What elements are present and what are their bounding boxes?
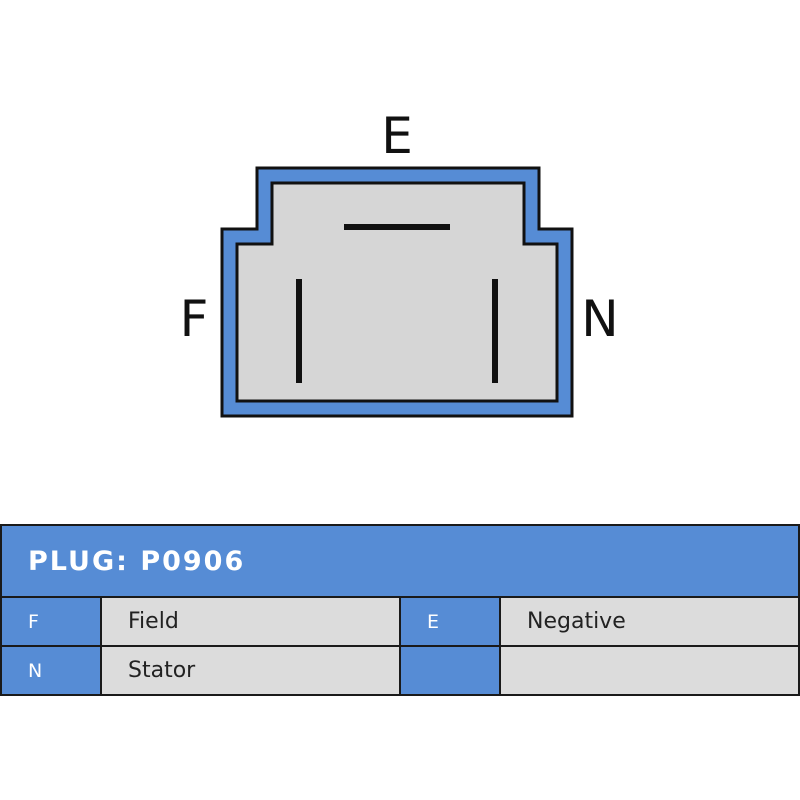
pin-label-n: N	[581, 290, 618, 348]
pin-label-f: F	[180, 290, 209, 348]
plug-table: PLUG: P0906 F Field E Negative N Stator	[0, 524, 800, 696]
pin-code-cell: N	[2, 647, 100, 694]
pin-code-cell: F	[2, 598, 100, 645]
pin-description-cell: Stator	[102, 647, 399, 694]
connector-housing-face	[235, 181, 559, 403]
pin-description-cell: Field	[102, 598, 399, 645]
plug-table-header: PLUG: P0906	[2, 526, 798, 596]
table-row: F Field E Negative	[2, 598, 798, 645]
pin-description-cell: Negative	[501, 598, 798, 645]
connector-diagram: E F N	[180, 107, 619, 418]
table-row: N Stator	[2, 647, 798, 694]
pin-code-cell	[401, 647, 499, 694]
plug-title: PLUG: P0906	[28, 545, 246, 577]
pin-code-cell: E	[401, 598, 499, 645]
pin-description-cell	[501, 647, 798, 694]
pin-label-e: E	[381, 107, 413, 165]
